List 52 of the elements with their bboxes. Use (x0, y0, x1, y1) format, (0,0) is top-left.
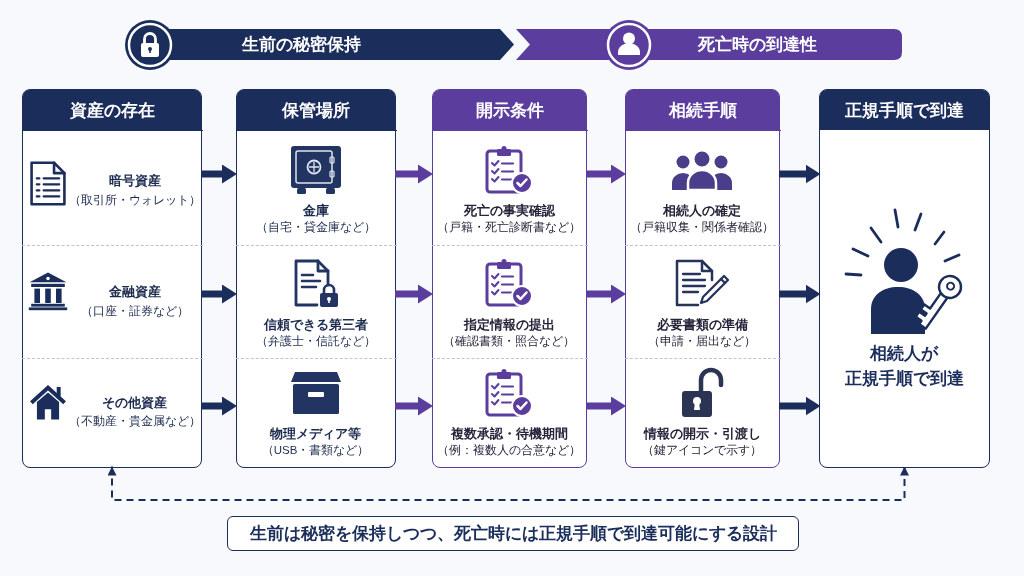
arrow (201, 164, 237, 184)
ribbon-banner (124, 18, 516, 72)
arrow (395, 164, 433, 184)
item-title: 指定情報の提出 (463, 317, 555, 333)
banner-title: 生前の秘密保持 (241, 34, 361, 55)
arrow (779, 284, 821, 304)
item-note: （例：複数人の合意など） (437, 444, 581, 458)
item-note: （確認書類・照合など） (443, 335, 575, 349)
item-note: （申請・届出など） (648, 335, 756, 349)
item-note: （戸籍・死亡診断書など） (437, 221, 581, 235)
column-panel (625, 89, 780, 468)
item-title: 死亡の事実確認 (463, 203, 555, 219)
column-header: 相続手順 (626, 90, 779, 130)
summary-box: 生前は秘密を保持しつつ、死亡時には正規手順で到達可能にする設計 (227, 516, 799, 551)
column-header: 保管場所 (237, 90, 395, 130)
arrow (395, 396, 433, 416)
item-title: 物理メディア等 (270, 426, 361, 442)
item-note: （戸籍収集・関係者確認） (630, 221, 774, 235)
arrow (201, 396, 237, 416)
column-panel (236, 89, 396, 468)
arrow (586, 164, 626, 184)
column-panel (22, 89, 202, 468)
column-header: 開示条件 (433, 90, 586, 130)
item-note: （取引所・ウォレット） (68, 194, 201, 208)
ribbon-banner (516, 18, 904, 72)
arrow (586, 284, 626, 304)
item-note: （口座・証券など） (80, 305, 189, 319)
arrow (779, 164, 821, 184)
item-title: 複数承認・待機期間 (450, 426, 568, 442)
item-note: （自宅・貸金庫など） (255, 221, 376, 235)
banner-title: 死亡時の到達性 (697, 34, 817, 55)
column-panel (432, 89, 587, 468)
item-note: （不動産・貴金属など） (68, 415, 201, 429)
item-title: 信頼できる第三者 (263, 317, 368, 333)
item-title: 情報の開示・引渡し (643, 426, 761, 442)
item-title: 金庫 (302, 203, 329, 219)
item-note: （鍵アイコンで示す） (642, 444, 762, 458)
item-title: 必要書類の準備 (656, 317, 748, 333)
item-note: （弁護士・信託など） (255, 335, 376, 349)
item-note: （USB・書類など） (261, 444, 370, 458)
column-header: 正規手順で到達 (820, 90, 989, 130)
column-header: 資産の存在 (23, 90, 201, 130)
item-title: 暗号資産 (108, 173, 161, 189)
arrow (779, 396, 821, 416)
item-title: 相続人の確定 (663, 203, 741, 219)
item-title: 金融資産 (108, 284, 161, 300)
column-panel (819, 89, 990, 468)
panel-text: 相続人が正規手順で到達 (844, 343, 964, 390)
arrow (395, 284, 433, 304)
arrow (586, 396, 626, 416)
arrow (201, 284, 237, 304)
item-title: その他資産 (102, 395, 167, 411)
